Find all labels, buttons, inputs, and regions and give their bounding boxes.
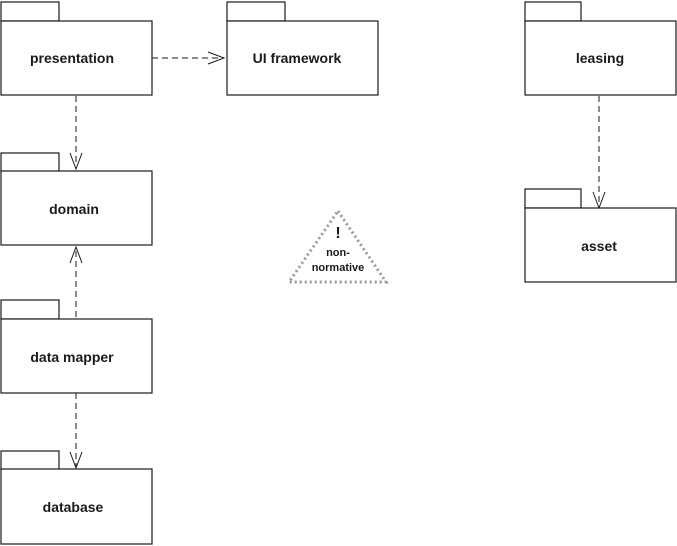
package-label: domain [49,201,99,217]
package-tab [524,1,582,22]
note-exclamation-mark: ! [335,225,340,242]
package-label: leasing [576,50,624,66]
dependency-data-mapper-to-domain [69,245,83,317]
package-ui-framework[interactable]: UI framework [226,1,379,96]
warning-triangle-icon [286,208,389,284]
dependency-presentation-to-ui-framework [152,51,226,65]
package-body [524,20,677,96]
package-body [0,468,153,545]
package-body [0,318,153,394]
package-label: data mapper [30,349,114,365]
package-tab [0,299,60,320]
package-body [226,20,379,96]
dependency-presentation-to-domain [69,96,83,171]
package-tab [226,1,286,22]
package-label: database [43,499,104,515]
package-data-mapper[interactable]: data mapper [0,299,153,394]
package-body [0,20,153,96]
package-body [524,207,677,283]
dependency-leasing-to-asset [592,96,606,210]
package-label: asset [581,238,617,254]
package-domain[interactable]: domain [0,152,153,246]
note-text-line-2: normative [312,262,365,274]
package-body [0,170,153,246]
note-text-line-1: non- [326,247,350,259]
package-tab [0,152,60,173]
package-label: presentation [30,50,114,66]
package-label: UI framework [253,50,342,66]
package-presentation[interactable]: presentation [0,1,153,96]
non-normative-note: ! non- normative [286,208,389,284]
package-leasing[interactable]: leasing [524,1,677,96]
package-database[interactable]: database [0,450,153,545]
dependency-data-mapper-to-database [69,393,83,470]
package-tab [524,188,582,209]
package-tab [0,450,60,471]
package-asset[interactable]: asset [524,188,677,283]
package-tab [0,1,60,22]
